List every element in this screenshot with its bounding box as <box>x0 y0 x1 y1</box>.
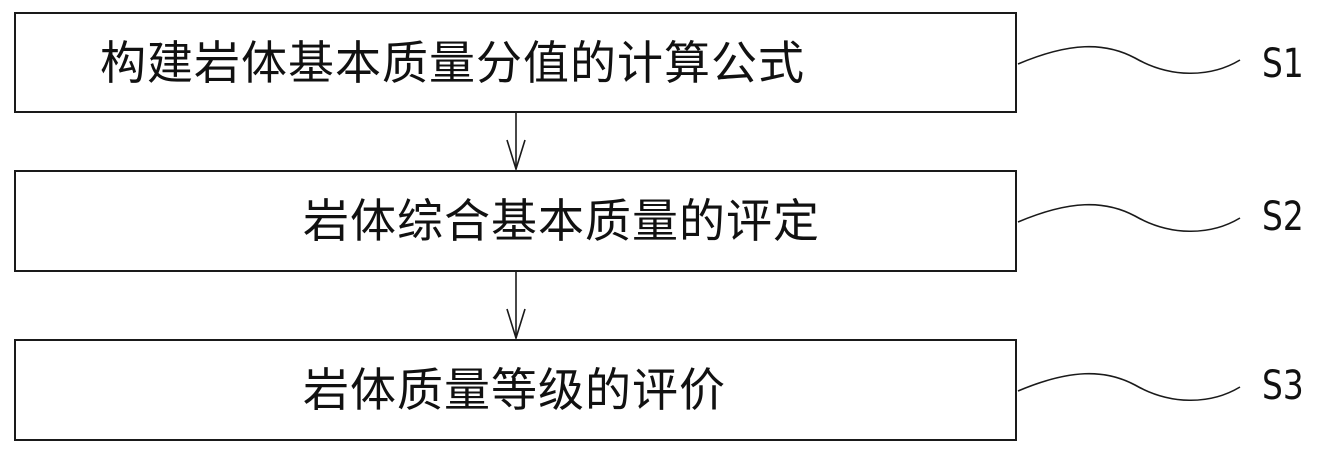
step-label-s3: S3 <box>1262 363 1304 409</box>
step-box-s1: 构建岩体基本质量分值的计算公式 <box>14 12 1017 113</box>
step-text-s1: 构建岩体基本质量分值的计算公式 <box>100 35 805 90</box>
step-box-s3: 岩体质量等级的评价 <box>14 339 1017 441</box>
leader-line-s3 <box>1017 372 1241 402</box>
leader-line-s1 <box>1017 45 1241 75</box>
flow-arrow-2-to-3 <box>506 272 526 341</box>
flow-arrow-1-to-2 <box>506 113 526 172</box>
leader-line-s2 <box>1017 203 1241 233</box>
step-label-s2: S2 <box>1262 194 1304 240</box>
step-label-s1: S1 <box>1262 41 1304 87</box>
step-text-s2: 岩体综合基本质量的评定 <box>303 194 820 248</box>
step-box-s2: 岩体综合基本质量的评定 <box>14 170 1017 272</box>
step-text-s3: 岩体质量等级的评价 <box>303 363 726 417</box>
